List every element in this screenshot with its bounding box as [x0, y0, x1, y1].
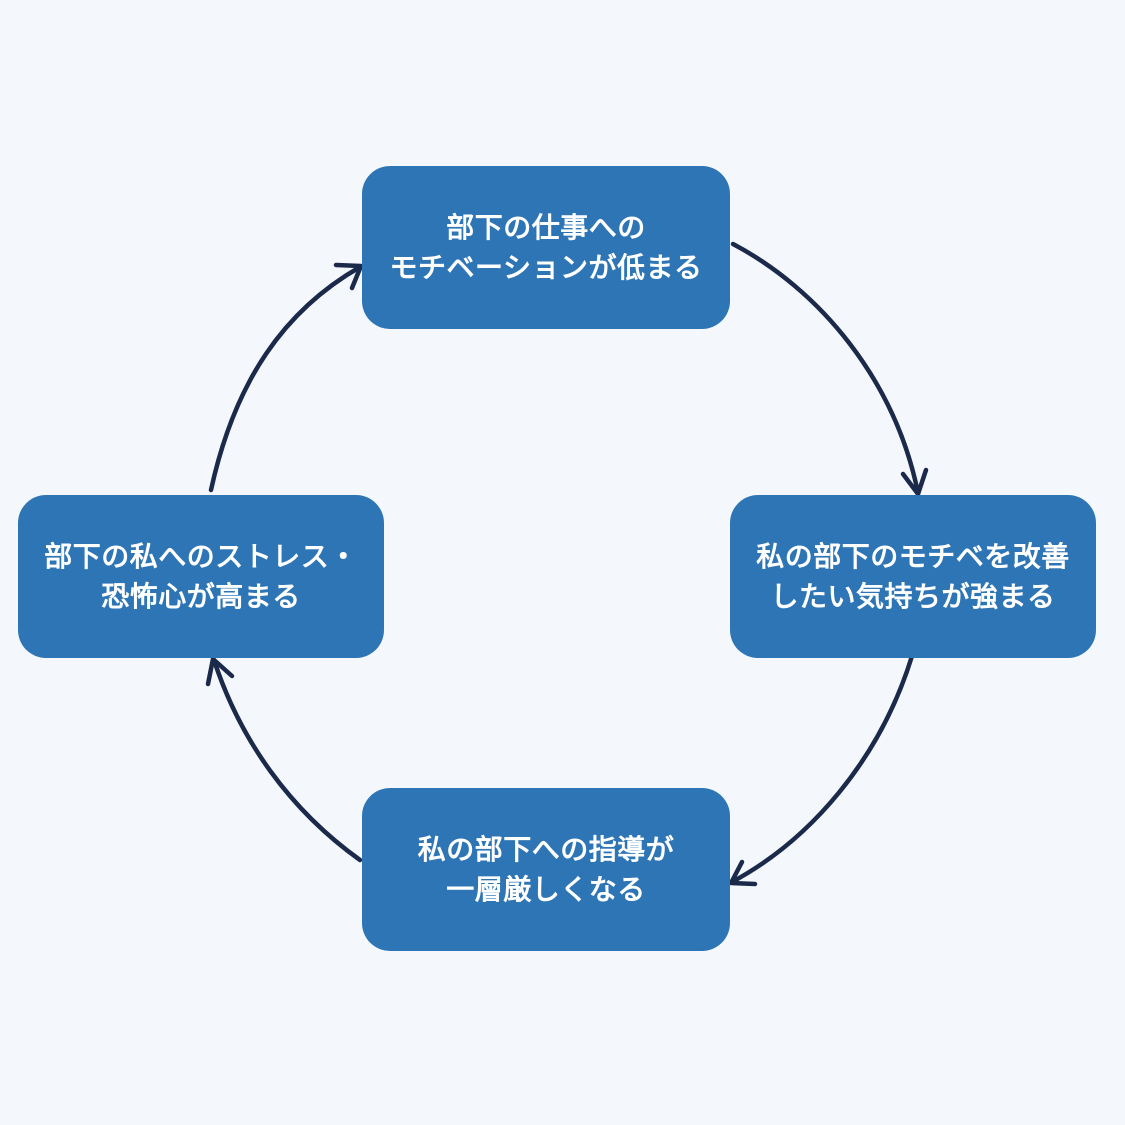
arrow-left-to-top	[208, 264, 363, 493]
node-label-line: 私の部下への指導が	[417, 832, 675, 866]
arrow-top-to-right	[730, 241, 921, 496]
arrow-bottom-to-left	[211, 657, 363, 863]
node-label-line: 部下の仕事への	[446, 210, 646, 244]
node-label-line: 部下の私へのストレス・	[44, 539, 358, 573]
node-label-line: 一層厳しくなる	[446, 872, 646, 906]
arrowhead-bottom-to-left	[205, 656, 235, 687]
node-label: 私の部下への指導が 一層厳しくなる	[418, 830, 675, 910]
arrowhead-top-to-right	[900, 467, 929, 497]
node-label-line: 私の部下のモチベを改善	[756, 539, 1070, 573]
arrowhead-left-to-top	[333, 262, 364, 291]
cycle-node-right: 私の部下のモチベを改善 したい気持ちが強まる	[730, 495, 1096, 658]
node-label-line: 恐怖心が高まる	[101, 579, 301, 613]
arrowhead-right-to-bottom	[728, 859, 758, 887]
node-label-line: モチベーションが低まる	[389, 250, 703, 284]
node-label: 部下の仕事への モチベーションが低まる	[390, 208, 703, 288]
arrow-right-to-bottom	[729, 653, 915, 885]
cycle-node-bottom: 私の部下への指導が 一層厳しくなる	[362, 788, 730, 951]
node-label-line: したい気持ちが強まる	[770, 579, 1056, 613]
node-label: 部下の私へのストレス・ 恐怖心が高まる	[44, 537, 358, 617]
cycle-node-top: 部下の仕事への モチベーションが低まる	[362, 166, 730, 329]
node-label: 私の部下のモチベを改善 したい気持ちが強まる	[756, 537, 1070, 617]
cycle-node-left: 部下の私へのストレス・ 恐怖心が高まる	[18, 495, 384, 658]
